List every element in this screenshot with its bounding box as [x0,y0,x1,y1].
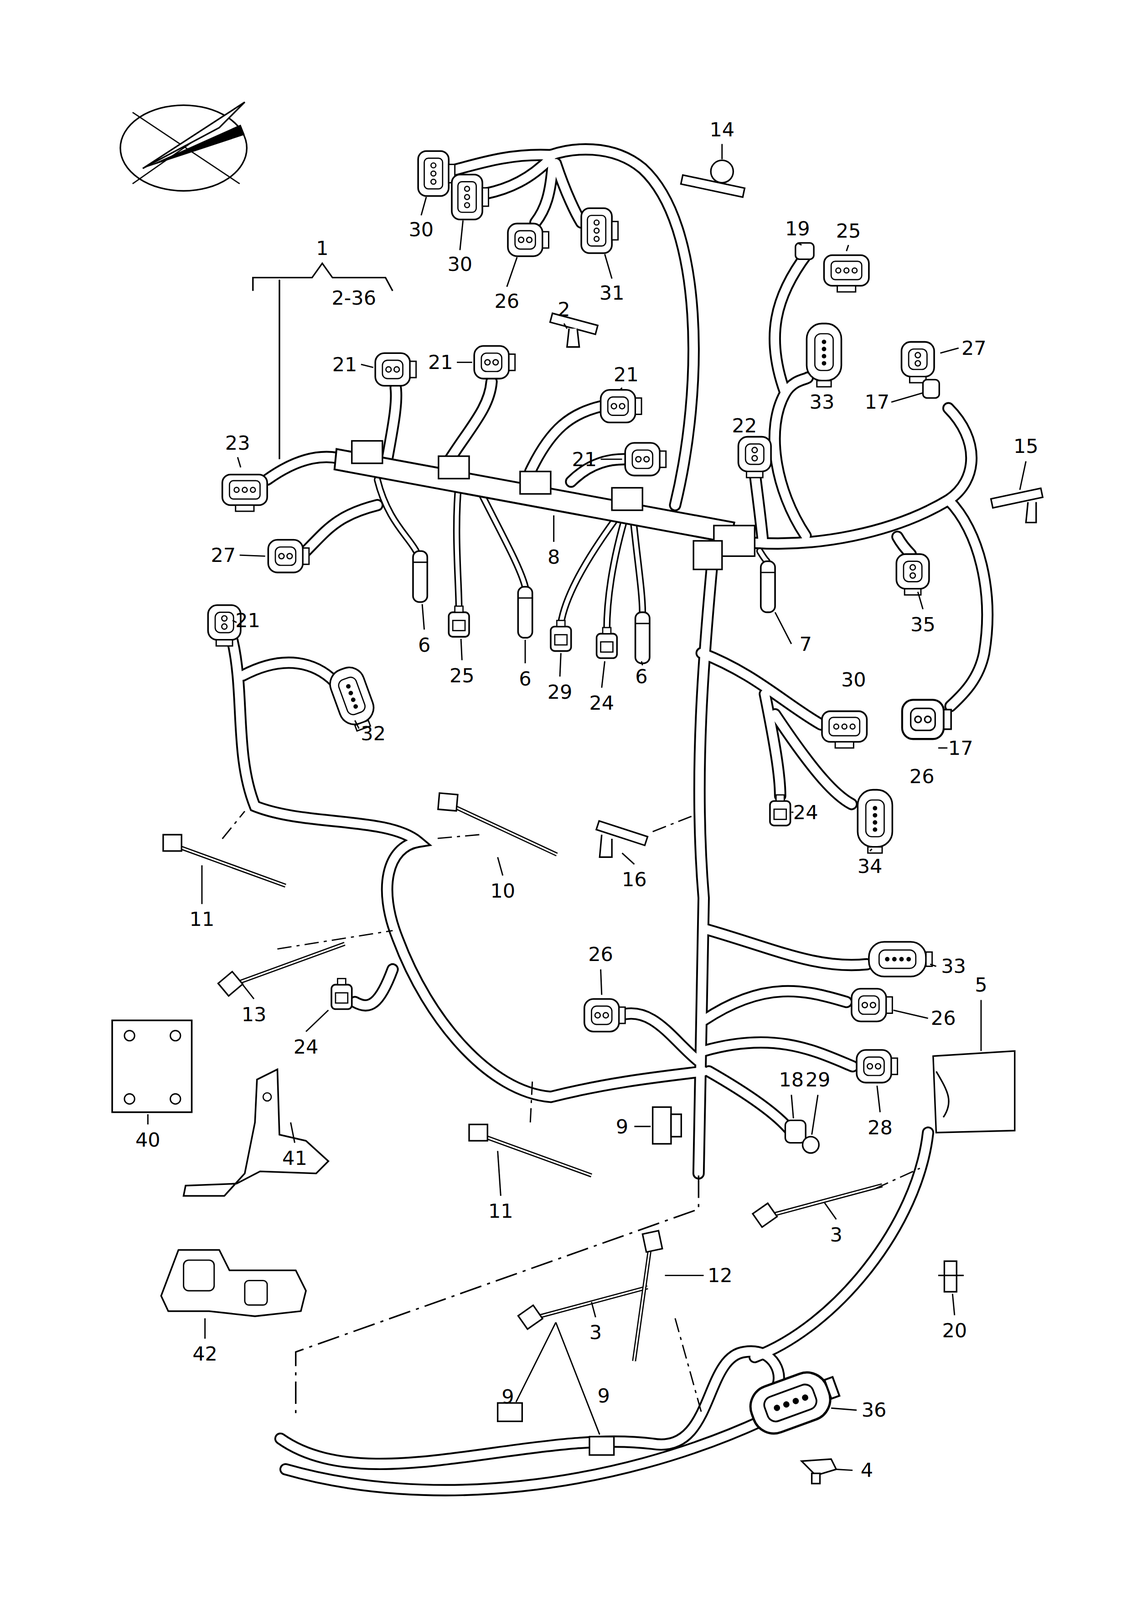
callout-number: 26 [494,290,520,311]
callout-number: 33 [809,392,835,412]
callout-number: 21 [428,352,454,373]
callout-number: 3 [830,1224,843,1244]
callout-number: 42 [192,1343,218,1364]
callout-number: 21 [613,364,639,384]
callout-number: 11 [488,1200,514,1221]
callout-number: 29 [547,681,573,702]
callout-number: 23 [225,432,251,453]
callout-number: 5 [974,974,988,994]
callout-number: 26 [588,943,614,964]
callout-number: 36 [861,1399,887,1420]
callout-number: 15 [1013,435,1039,456]
callout-number: 40 [135,1129,161,1149]
callout-number: 8 [547,547,560,567]
callout-number: 30 [408,219,434,240]
callout-number: 9 [501,1386,514,1406]
callout-number: 25 [836,220,862,241]
callout-number: 12 [707,1265,733,1285]
callout-number: 27 [961,337,987,358]
callout-number: 21 [332,354,358,374]
callout-number: 22 [732,415,758,435]
callout-number: 35 [910,614,936,635]
callout-number: 20 [941,1319,967,1340]
callout-number: 19 [785,218,811,239]
callout-number: 25 [449,665,475,685]
callout-number: 11 [189,909,215,929]
callout-number: 28 [867,1116,893,1137]
callout-number: 24 [589,692,615,713]
callout-number: 21 [235,610,261,631]
callout-number: 26 [930,1007,957,1028]
callout-number: 24 [793,801,819,822]
callout-number: 31 [599,283,625,303]
callout-number: 34 [857,856,883,876]
callout-number: 17 [864,392,890,412]
callout-number: 3 [589,1322,602,1342]
callout-number: 10 [490,880,516,900]
callout-number: 21 [571,449,597,469]
callout-number: 41 [282,1147,308,1168]
callout-number: 16 [621,869,647,890]
callout-number: 6 [635,666,648,687]
callout-number: 9 [615,1116,629,1136]
callout-number: 7 [799,633,812,654]
callout-number: 9 [597,1385,610,1406]
callout-number: 1 [315,237,329,258]
callout-number: 2-36 [331,288,377,308]
callout-number: 30 [447,254,473,274]
callout-number: 24 [293,1036,319,1057]
callout-number: 14 [709,119,735,140]
callout-number: 29 [805,1069,831,1089]
callout-number: 4 [860,1459,874,1480]
callout-number: 6 [518,668,532,688]
callout-number: 13 [241,1003,267,1024]
callout-number: 26 [909,766,935,786]
callout-number: 33 [940,956,967,976]
callout-number: 17 [948,737,974,758]
callout-number: 6 [418,634,431,655]
callout-number: 27 [211,544,237,565]
callout-number: 30 [841,669,867,689]
callout-number: 2 [557,299,570,319]
callout-number: 32 [360,723,386,744]
callout-number: 18 [779,1069,805,1089]
